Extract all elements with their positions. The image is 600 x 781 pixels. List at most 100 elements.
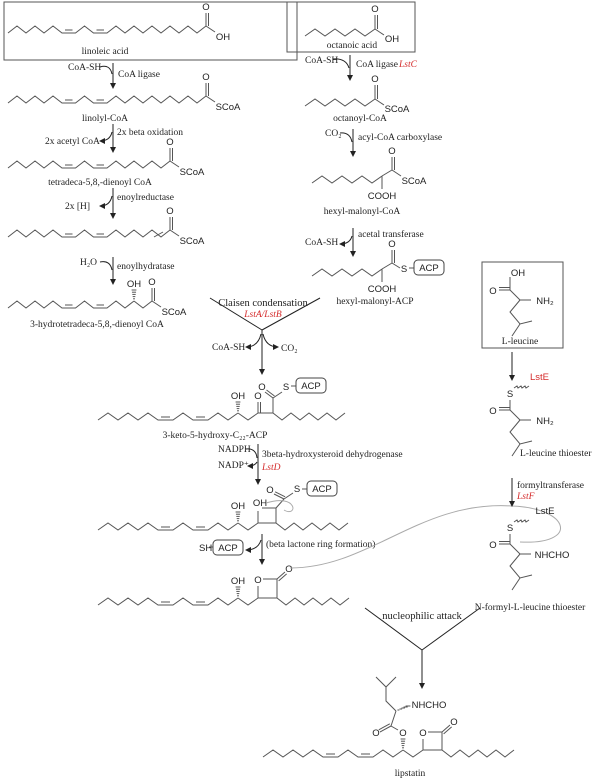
bond (509, 543, 521, 555)
atom-label: O (372, 728, 379, 739)
atom-label: S (294, 484, 300, 495)
carbon-chain (262, 749, 404, 758)
atom-label: O (166, 206, 173, 217)
atom-label: NH₂ (536, 296, 554, 307)
reagent-curved-arrow (99, 65, 113, 75)
step-claisen: Claisen condensation (218, 298, 308, 309)
reagent-nadp: NADP⁺ (218, 461, 249, 471)
label-keto: 3-keto-5-hydroxy-C₂₂-ACP (163, 431, 268, 441)
bond (390, 725, 399, 731)
atom-label: O (148, 277, 155, 288)
side-chain (509, 553, 533, 579)
reagent-h2: 2x [H] (65, 202, 90, 212)
bond (385, 676, 397, 688)
label-tetradeca: tetradeca-5,8,-dienoyl CoA (48, 178, 152, 188)
reagent-curved-arrow (339, 132, 353, 143)
enzyme-lste: LstE (530, 372, 549, 383)
side-chain (375, 676, 397, 712)
reagent-acetyl-coa: 2x acetyl CoA (45, 137, 100, 147)
step-coa-ligase: CoA ligase (118, 70, 160, 80)
double-bond (278, 573, 287, 582)
bond (283, 492, 294, 500)
step-lactone: (beta lactone ring formation) (266, 539, 375, 550)
atom-label: O (285, 564, 292, 575)
atom-label: OH (231, 391, 245, 402)
atom-label: OH (231, 501, 245, 512)
reagent-curved-arrow (99, 261, 113, 271)
atom-label: OH (216, 32, 230, 43)
step-formyltransferase: formyltransferase (517, 480, 584, 491)
bond (273, 493, 285, 500)
reagent-curved-arrow (332, 58, 350, 69)
carbon-chain (304, 28, 376, 37)
nucleophilic-line-right (421, 607, 481, 651)
atom-label: S (507, 523, 513, 534)
carbon-chain (97, 412, 239, 421)
atom-label: NHCHO (535, 550, 570, 561)
carbon-chain (237, 522, 259, 531)
atom-label: SCoA (402, 176, 427, 187)
acp-box (212, 539, 244, 556)
claisen-line-left (209, 297, 263, 331)
carbon-chain (272, 412, 346, 421)
atom-label: O (388, 239, 395, 250)
atom-label: OH (127, 279, 141, 290)
reagent-curved-arrow (245, 333, 262, 350)
carbon-chain (7, 95, 207, 104)
reagent-curved-arrow (99, 195, 113, 209)
enzyme-lstf: LstF (516, 492, 535, 502)
bond (169, 160, 180, 168)
double-bond (153, 231, 164, 238)
reagent-curved-arrow (245, 448, 258, 459)
step-nucleophilic: nucleophilic attack (382, 611, 462, 622)
bond (509, 409, 521, 421)
atom-label: OH (253, 498, 267, 509)
bond (390, 710, 397, 727)
acp-box (306, 480, 338, 497)
label-n-formyl: N-formyl-L-leucine thioester (475, 602, 586, 613)
reagent-coa-sh-out: CoA-SH (305, 238, 338, 248)
bond (374, 28, 385, 36)
carbon-chain (237, 597, 259, 606)
linoleic-acid-box (3, 1, 298, 61)
carbon-chain (7, 25, 207, 34)
reagent-curved-arrow (99, 131, 113, 144)
atom-label: O (450, 717, 457, 728)
step-enoylhydratase: enoylhydratase (117, 262, 175, 272)
bond (381, 262, 393, 270)
bond (511, 443, 521, 457)
carbon-chain (275, 522, 349, 531)
bond (169, 229, 180, 237)
reagent-nadph: NADPH (218, 445, 251, 455)
atom-label: O (254, 575, 261, 586)
step-enoylreductase: enoylreductase (117, 193, 174, 203)
carbon-chain (7, 160, 171, 169)
carbon-chain (402, 749, 424, 758)
label-linoleic-acid: linoleic acid (82, 47, 129, 57)
label-leucine-thioester: L-leucine thioester (520, 449, 592, 459)
bond (391, 262, 401, 269)
label-octanoic-acid: octanoic acid (327, 41, 378, 51)
step-dehydrogenase: 3beta-hydroxysteroid dehydrogenase (262, 450, 403, 460)
atom-label: O (266, 485, 273, 496)
reagent-coa-sh-claisen: CoA-SH (212, 343, 245, 353)
atom-label: OH (385, 34, 399, 45)
bond (379, 725, 392, 733)
reagent-curved-arrow (247, 461, 258, 469)
acp-box (295, 377, 327, 394)
carbon-chain (311, 268, 383, 277)
atom-label: S (401, 264, 407, 275)
reagent-h2o: H₂O (80, 258, 97, 268)
atom-label: O (202, 72, 209, 83)
side-chain (509, 419, 533, 445)
claisen-line-right (261, 297, 321, 331)
atom-label: O (254, 391, 261, 402)
double-bond (443, 726, 452, 735)
label-octanoyl-coa: octanoyl-CoA (333, 114, 387, 124)
step-coa-ligase-2: CoA ligase (356, 60, 398, 70)
reagent-co2: CO₂ (325, 129, 342, 139)
bond (205, 25, 216, 33)
